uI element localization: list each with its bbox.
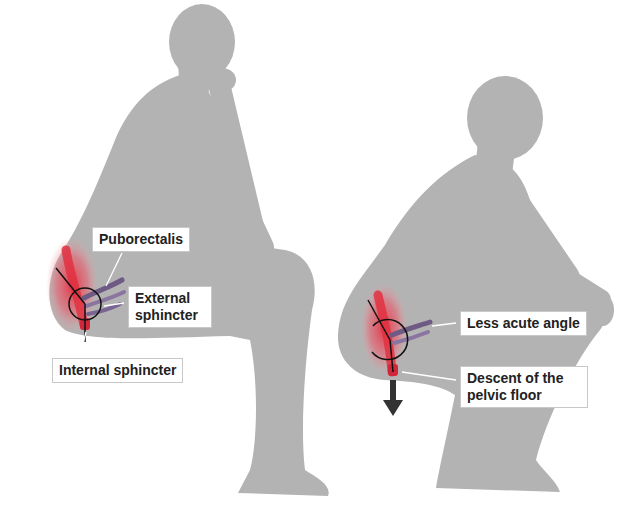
label-text: Internal sphincter: [59, 362, 176, 379]
label-text: Puborectalis: [99, 231, 183, 248]
label-text: Less acute angle: [467, 315, 580, 332]
sitting-silhouette: [49, 4, 328, 496]
squatting-silhouette: [338, 76, 614, 492]
label-text: External sphincter: [135, 290, 205, 324]
label-text: Descent of the pelvic floor: [467, 370, 581, 404]
anatomy-left: [46, 237, 124, 342]
label-box: Puborectalis: [92, 227, 190, 252]
label-box: Less acute angle: [460, 311, 587, 336]
label-box: Descent of the pelvic floor: [460, 366, 588, 408]
label-box: Internal sphincter: [52, 358, 183, 383]
anatomy-right: [360, 282, 430, 416]
label-box: External sphincter: [128, 286, 212, 328]
